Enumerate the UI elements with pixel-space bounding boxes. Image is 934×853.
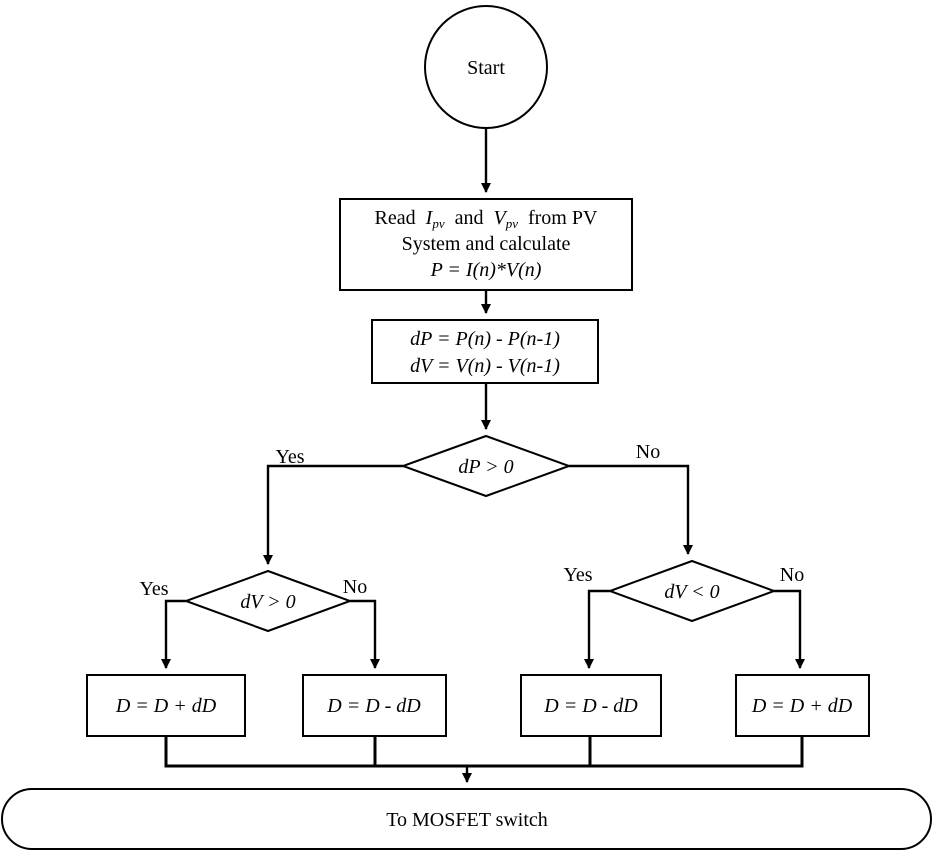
- decision-dv-neg-label: dV < 0: [664, 581, 719, 603]
- action-box-4-label: D = D + dD: [751, 695, 853, 717]
- end-label: To MOSFET switch: [386, 809, 548, 831]
- arrow-dv-neg-no: [774, 589, 805, 669]
- diff-line1: dP = P(n) - P(n-1): [410, 328, 560, 350]
- decision-dp-yes: Yes: [275, 446, 304, 468]
- action-box-2: D = D - dD: [302, 674, 447, 737]
- read-box-line1: Read Ipv and Vpv from PV: [375, 207, 598, 233]
- decision-dv-pos: dV > 0: [183, 569, 353, 633]
- action-box-4-rect: [735, 674, 870, 737]
- arrow-dp-no: [569, 464, 693, 555]
- start-label: Start: [467, 57, 505, 79]
- arrow-dv-pos-no: [350, 599, 380, 669]
- and-word: and: [455, 207, 484, 229]
- end-terminal-shape: [1, 788, 932, 850]
- action-box-1-label: D = D + dD: [115, 695, 217, 717]
- decision-dv-neg-yes: Yes: [563, 564, 592, 586]
- action-box-1: D = D + dD: [86, 674, 246, 737]
- action-box-2-rect: [302, 674, 447, 737]
- end-terminal: To MOSFET switch: [1, 788, 932, 850]
- difference-box: dP = P(n) - P(n-1) dV = V(n) - V(n-1): [371, 319, 599, 384]
- v-var: V: [493, 207, 508, 229]
- read-word: Read: [375, 207, 416, 229]
- action-box-1-rect: [86, 674, 246, 737]
- action-box-3-label: D = D - dD: [543, 695, 638, 717]
- i-var: I: [425, 207, 434, 229]
- decision-dv-neg-no: No: [780, 564, 804, 586]
- from-text: from PV: [528, 207, 598, 229]
- arrow-dp-yes: [263, 464, 403, 565]
- action-box-3: D = D - dD: [520, 674, 662, 737]
- action-box-2-label: D = D - dD: [326, 695, 421, 717]
- decision-dp-diamond: [400, 434, 572, 498]
- decision-dp-label: dP > 0: [458, 456, 513, 478]
- diff-box-rect: [371, 319, 599, 384]
- read-process-box: Read Ipv and Vpv from PV System and calc…: [339, 198, 633, 291]
- start-node: Start: [424, 5, 548, 129]
- decision-dv-pos-label: dV > 0: [240, 591, 295, 613]
- decision-dv-pos-yes: Yes: [139, 578, 168, 600]
- read-box-line2: System and calculate: [402, 233, 571, 255]
- decision-dv-pos-no: No: [343, 576, 367, 598]
- decision-dv-pos-diamond: [183, 569, 353, 633]
- action-box-4: D = D + dD: [735, 674, 870, 737]
- decision-dv-neg-diamond: [607, 559, 777, 623]
- i-sub: pv: [431, 216, 445, 231]
- arrow-dv-pos-yes: [161, 599, 186, 669]
- decision-dp-no: No: [636, 441, 660, 463]
- diff-line2: dV = V(n) - V(n-1): [410, 355, 560, 377]
- arrow-dv-neg-yes: [584, 589, 610, 669]
- v-sub: pv: [505, 216, 519, 231]
- decision-dv-neg: dV < 0: [607, 559, 777, 623]
- decision-dp: dP > 0: [400, 434, 572, 498]
- read-box-rect: [339, 198, 633, 291]
- read-box-line3: P = I(n)*V(n): [430, 259, 542, 281]
